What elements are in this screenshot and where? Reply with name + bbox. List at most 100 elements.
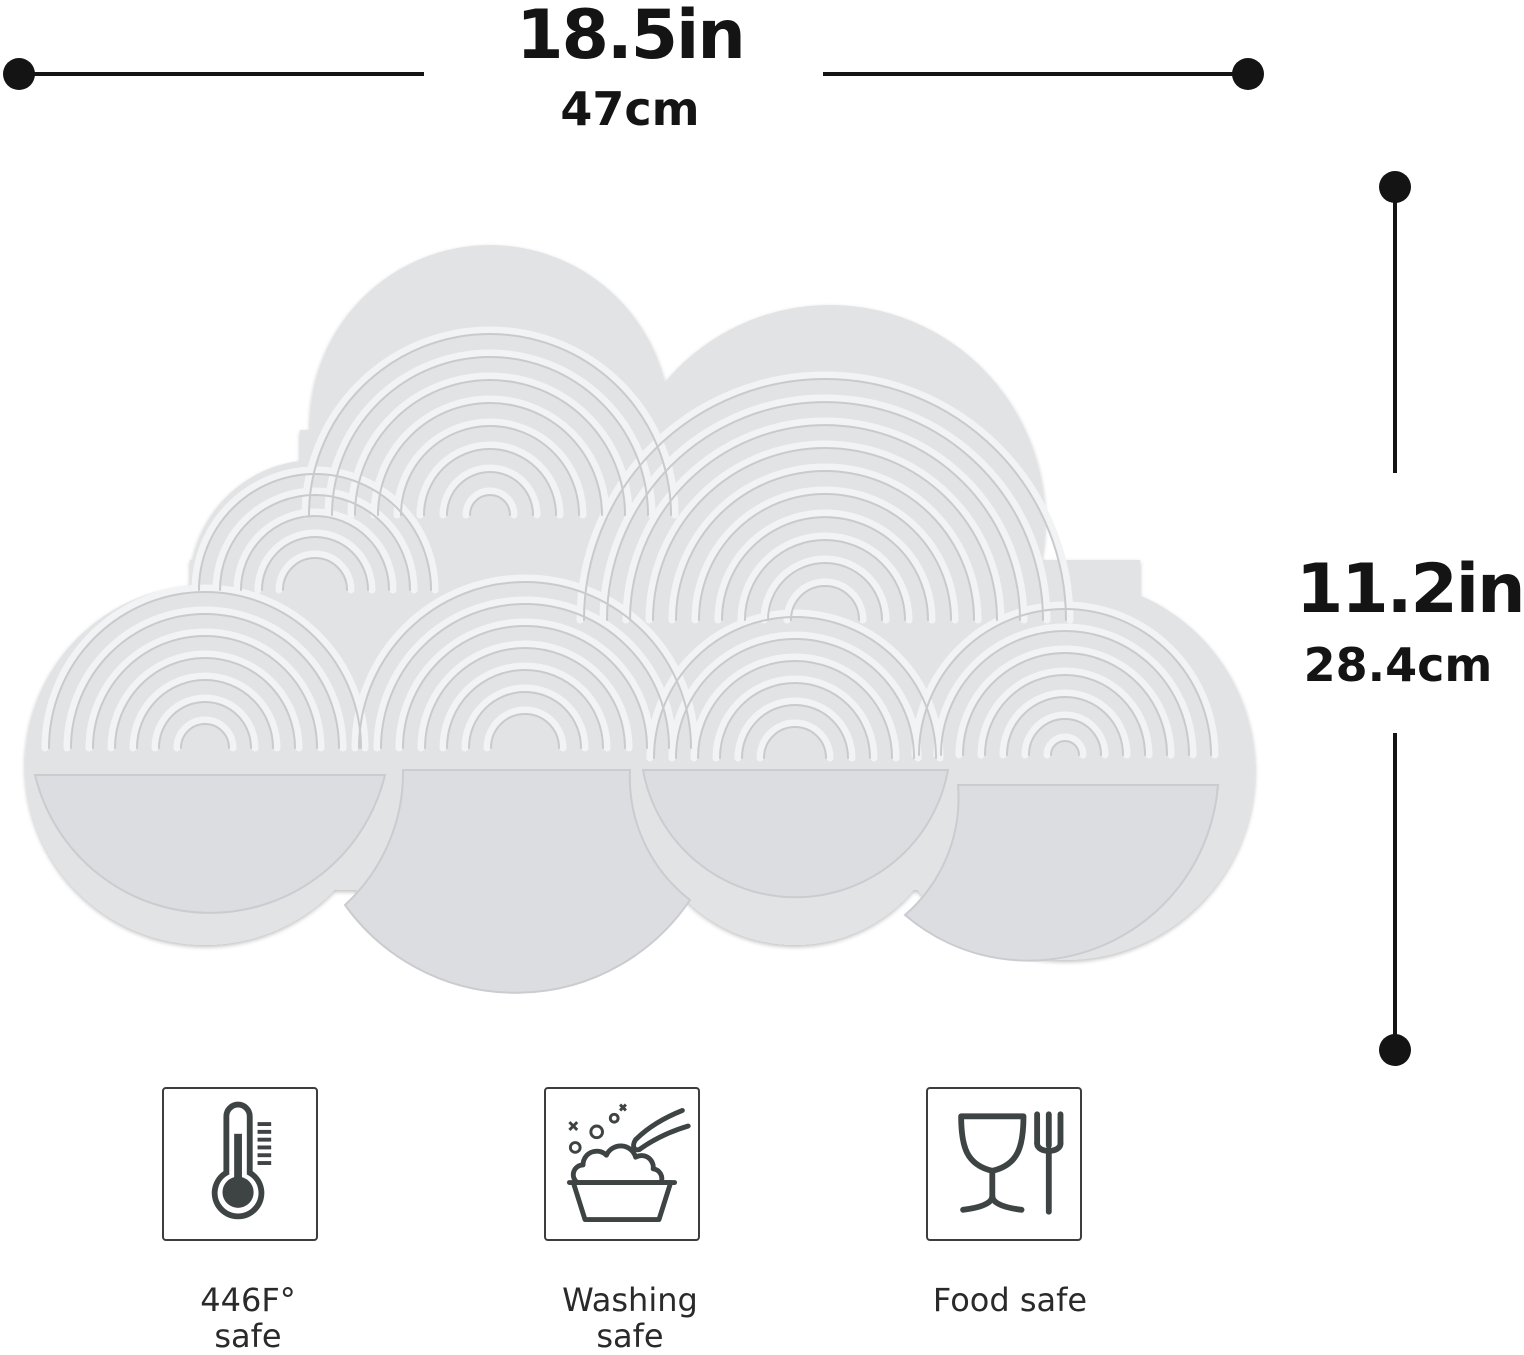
mat-ridge xyxy=(212,487,418,594)
mat-ridge xyxy=(107,650,303,752)
mat-ridge-shadow xyxy=(468,691,582,749)
mat-ridge-shadow xyxy=(1028,718,1102,756)
mat-ridge xyxy=(1043,733,1087,759)
mat-ridge xyxy=(347,372,633,519)
mat-ridge xyxy=(417,640,633,752)
mat-ridge-shadow xyxy=(940,630,1190,756)
mat-ridge-shadow xyxy=(790,585,860,621)
mat-ridge xyxy=(737,532,913,624)
thermometer-icon xyxy=(211,1101,272,1220)
mat-ridge-shadow xyxy=(377,402,603,516)
mat-ridge xyxy=(233,508,397,594)
mat-ridge xyxy=(351,574,699,752)
mat-ridge-shadow xyxy=(48,591,362,749)
mat-ridge xyxy=(373,596,677,752)
mat-ridge-shadow xyxy=(675,470,975,621)
mat-ridge-shadow xyxy=(744,539,906,621)
mat-ridge-shadow xyxy=(721,516,929,621)
mat-ridge-shadow xyxy=(136,679,274,749)
mat-ridge-shadow xyxy=(1050,740,1080,756)
mat-ridge-shadow xyxy=(653,616,937,759)
mat-ridge-shadow xyxy=(70,613,340,749)
mat-ridge-shadow xyxy=(308,333,672,516)
mat-ridge xyxy=(576,371,1074,624)
mat-ridge-shadow xyxy=(219,494,411,591)
mat-ridge xyxy=(668,463,982,624)
mat-ridge-shadow xyxy=(767,562,883,621)
width-inches-label: 18.5in xyxy=(516,0,746,75)
mat-ridge xyxy=(439,662,611,752)
glass-fork-icon xyxy=(958,1111,1064,1215)
mat-ridge-shadow xyxy=(697,660,893,759)
mat-ridge xyxy=(461,684,589,752)
mat-ridge-shadow xyxy=(354,379,626,516)
mat-ridge xyxy=(395,618,655,752)
mat-ridge-shadow xyxy=(424,647,626,749)
food-safe-badge xyxy=(926,1087,1082,1241)
width-right-dot xyxy=(1232,58,1264,90)
mat-ridge-shadow xyxy=(114,657,296,749)
mat-ridge-shadow xyxy=(984,674,1146,756)
mat-ridge xyxy=(622,417,1028,624)
mat-ridge-shadow xyxy=(741,704,849,759)
mat-ridge xyxy=(483,706,567,752)
mat-ridge xyxy=(734,697,856,762)
mat-ridge-shadow xyxy=(763,726,827,759)
mat-ridge-shadow xyxy=(583,378,1067,621)
mat-ridge-shadow xyxy=(629,424,1021,621)
mat-ridge-shadow xyxy=(918,608,1212,756)
washing-safe-label: Washing safe xyxy=(562,1281,698,1355)
mat-ridge xyxy=(933,623,1197,759)
mat-ridge-shadow xyxy=(446,471,534,516)
mat-ridge-shadow xyxy=(1006,696,1124,756)
width-cm-label: 47cm xyxy=(560,82,700,136)
cloud-mat-image xyxy=(25,245,1255,994)
mat-ridge-shadow xyxy=(469,494,511,516)
mat-ridge xyxy=(393,418,587,519)
mat-ridge xyxy=(999,689,1131,759)
mat-ridge-shadow xyxy=(719,682,871,759)
height-bottom-dot xyxy=(1379,1034,1411,1066)
mat-ridge xyxy=(760,555,890,624)
height-top-line xyxy=(1393,186,1397,473)
mat-ridge xyxy=(1021,711,1109,759)
mat-ridge-shadow xyxy=(423,448,557,516)
mat-ridge-shadow xyxy=(652,447,998,621)
mat-ridge-shadow xyxy=(400,425,580,516)
mat-ridge-shadow xyxy=(282,557,348,591)
mat-ridge xyxy=(173,716,237,752)
mat-ridge-shadow xyxy=(92,635,318,749)
mat-ridge xyxy=(714,509,936,624)
heat-safe-label: 446F° safe xyxy=(200,1281,296,1355)
mat-ridge xyxy=(690,653,900,762)
mat-ridge-shadow xyxy=(402,625,648,749)
mat-ridge-shadow xyxy=(358,581,692,749)
mat-ridge xyxy=(85,628,325,752)
mat-ridge xyxy=(151,694,259,752)
height-inches-label: 11.2in xyxy=(1296,550,1524,629)
mat-ridge xyxy=(712,675,878,762)
height-cm-label: 28.4cm xyxy=(1303,638,1493,692)
mat-ridge xyxy=(41,584,369,752)
mat-ridge-shadow xyxy=(490,713,560,749)
mat-ridge xyxy=(275,550,355,594)
heat-safe-badge xyxy=(162,1087,318,1241)
mat-ridge xyxy=(668,631,922,762)
mat-ridge xyxy=(324,349,656,519)
mat-ridge-shadow xyxy=(198,473,432,591)
mat-ridge xyxy=(599,394,1051,624)
mat-ridge xyxy=(756,719,834,762)
mat-ridge-shadow xyxy=(261,536,369,591)
mat-ridge xyxy=(301,326,679,519)
mat-ridge xyxy=(783,578,867,624)
mat-ridge xyxy=(646,609,944,762)
mat-ridge xyxy=(691,486,959,624)
mat-ridge-shadow xyxy=(331,356,649,516)
mat-ridge xyxy=(955,645,1175,759)
mat-ridge-shadow xyxy=(180,723,230,749)
mat-ridge-shadow xyxy=(606,401,1044,621)
mat-ridge xyxy=(977,667,1153,759)
mat-ridge-shadow xyxy=(446,669,604,749)
mat-ridge-shadow xyxy=(698,493,952,621)
mat-ridge xyxy=(416,441,564,519)
